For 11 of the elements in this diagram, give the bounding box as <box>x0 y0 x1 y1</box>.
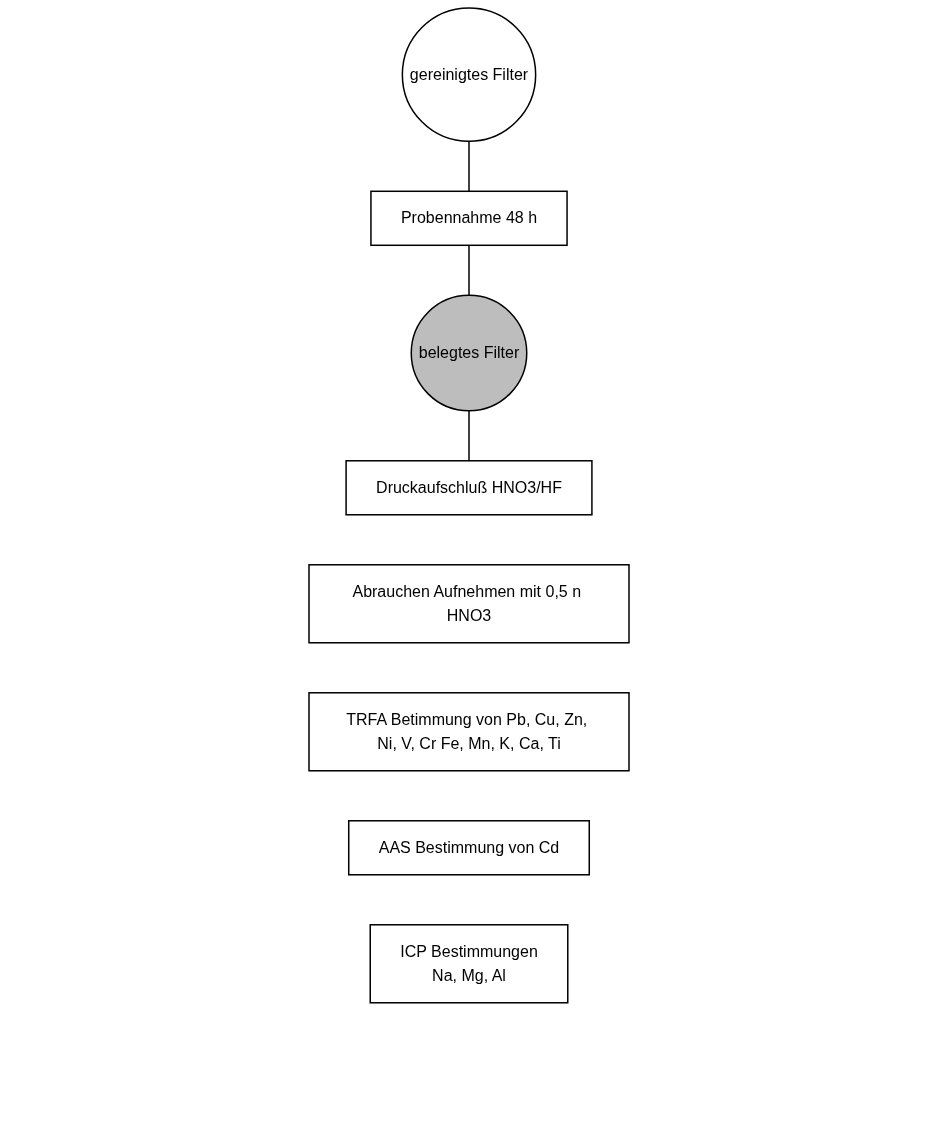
node-box: AAS Bestimmung von Cd <box>347 820 590 876</box>
connector <box>467 140 470 193</box>
node-box: TRFA Betimmung von Pb, Cu, Zn, Ni, V, Cr Fe, Mn, K, Ca, Ti <box>307 692 630 772</box>
node-box: Abrauchen Aufnehmen mit 0,5 n HNO3 <box>307 564 630 644</box>
node-box: Probennahme 48 h <box>369 190 568 247</box>
node-circle: gereinigtes Filter <box>401 7 536 143</box>
connector <box>467 244 470 297</box>
connector <box>467 410 470 462</box>
node-circle: belegtes Filter <box>410 294 527 412</box>
node-box: Druckaufschluß HNO3/HF <box>344 460 593 516</box>
node-box: ICP Bestimmungen Na, Mg, Al <box>369 924 568 1004</box>
